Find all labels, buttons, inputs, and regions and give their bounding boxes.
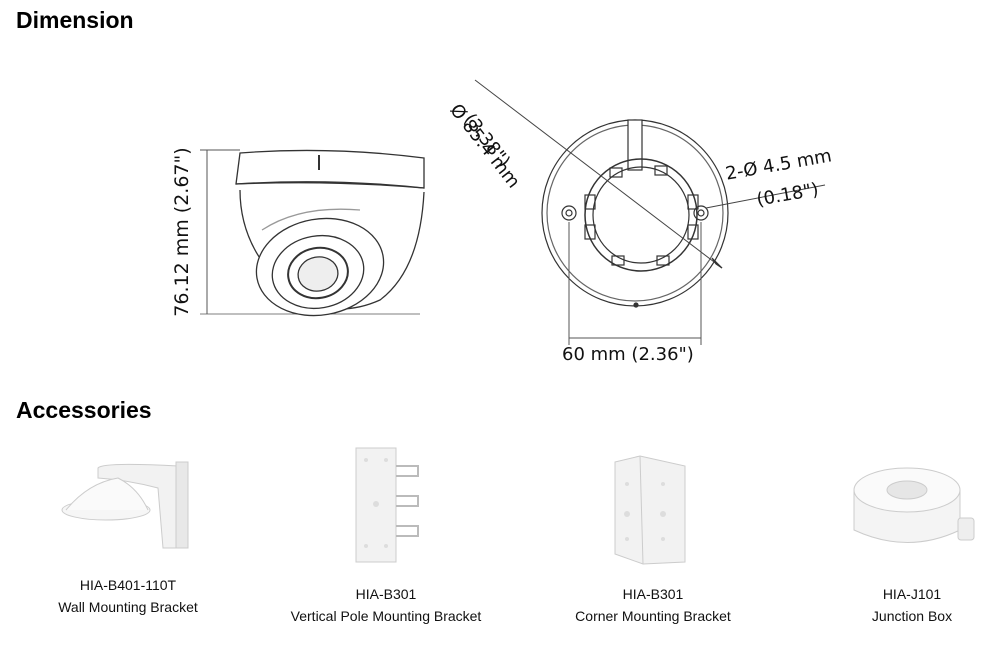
accessory-code: HIA-B301 [622, 586, 684, 602]
accessory-item-pole-mount: HIA-B301 Vertical Pole Mounting Bracket [271, 584, 501, 626]
dimension-drawing [200, 79, 826, 345]
accessory-item-wall-mount: HIA-B401-110T Wall Mounting Bracket [28, 575, 228, 617]
camera-side-view [200, 149, 425, 317]
accessory-name: Junction Box [871, 608, 953, 624]
accessory-item-corner-mount: HIA-B301 Corner Mounting Bracket [553, 584, 753, 626]
accessory-name: Vertical Pole Mounting Bracket [290, 608, 482, 624]
wall-mount-bracket-icon [61, 461, 189, 549]
accessory-code: HIA-J101 [882, 586, 942, 602]
dimension-heading: Dimension [16, 7, 134, 33]
spacing-label: 60 mm (2.36") [562, 344, 694, 365]
accessory-name: Corner Mounting Bracket [575, 608, 731, 624]
accessory-item-junction-box: HIA-J101 Junction Box [842, 584, 982, 626]
corner-mount-bracket-icon [614, 455, 686, 565]
junction-box-icon [853, 467, 975, 543]
accessory-name: Wall Mounting Bracket [58, 599, 198, 615]
camera-base-top-view [474, 79, 826, 345]
accessory-code: HIA-B401-110T [79, 577, 177, 593]
height-dimension-label: 76.12 mm (2.67") [171, 147, 193, 317]
accessories-heading: Accessories [16, 397, 152, 423]
pole-mount-bracket-icon [355, 447, 419, 563]
accessory-code: HIA-B301 [355, 586, 417, 602]
